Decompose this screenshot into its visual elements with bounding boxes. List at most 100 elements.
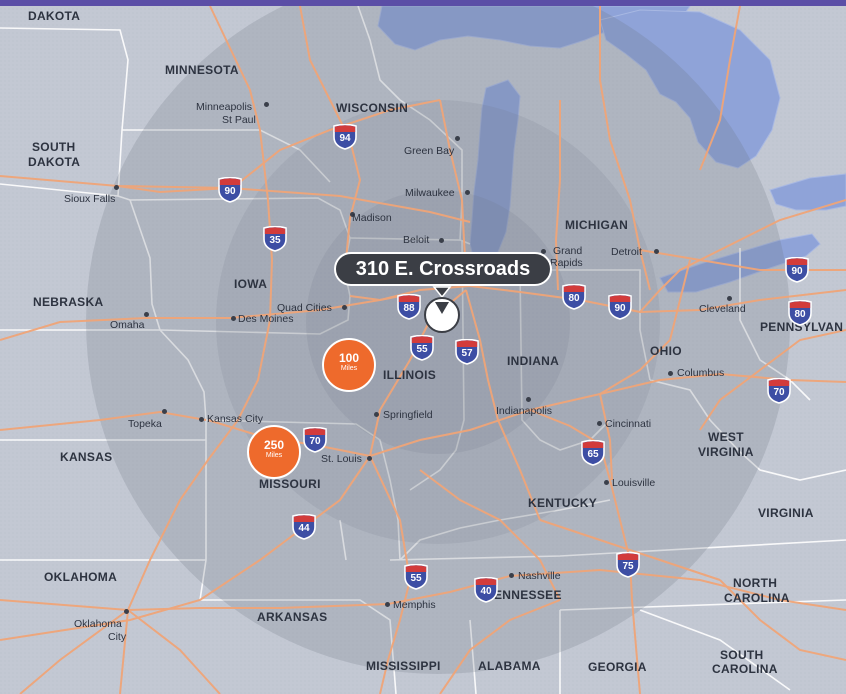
city-dot-cleveland [727, 296, 732, 301]
city-label-louisville: Louisville [612, 477, 656, 489]
interstate-shield-70-west: 70 [302, 427, 328, 453]
city-label-grand-rapids-line1: Grand [553, 245, 583, 257]
city-dot-kansas-city [199, 417, 204, 422]
interstate-shield-35: 35 [262, 226, 288, 252]
interstate-shield-90-west: 90 [217, 177, 243, 203]
state-label-arkansas: ARKANSAS [257, 610, 328, 624]
state-label-minnesota: MINNESOTA [165, 63, 239, 77]
state-label-south-dakota-line1: SOUTH [32, 140, 76, 154]
state-label-ohio: OHIO [650, 344, 682, 358]
state-label-south-carolina-line1: SOUTH [720, 648, 764, 662]
lake-huron [599, 9, 781, 169]
interstate-shield-90-east: 90 [784, 257, 810, 283]
city-dot-springfield [374, 412, 379, 417]
city-label-cincinnati: Cincinnati [605, 418, 652, 430]
city-label-minneapolis-line1: Minneapolis [196, 101, 253, 113]
highway-network [0, 5, 846, 694]
city-label-nashville: Nashville [518, 570, 561, 582]
state-label-iowa: IOWA [234, 277, 268, 291]
city-dot-grand-rapids [541, 249, 546, 254]
interstate-shield-55-north: 55 [409, 335, 435, 361]
city-label-st-louis: St. Louis [321, 453, 362, 465]
state-label-michigan: MICHIGAN [565, 218, 629, 232]
city-dot-detroit [654, 249, 659, 254]
radius-badge-100-miles[interactable]: 100 Miles [322, 338, 376, 392]
city-dot-green-bay [455, 136, 460, 141]
state-label-south-dakota-line2: DAKOTA [28, 155, 81, 169]
city-dot-memphis [385, 602, 390, 607]
city-label-oklahoma-city-line1: Oklahoma [74, 618, 122, 630]
lake-ontario [769, 173, 846, 211]
city-label-springfield: Springfield [383, 409, 433, 421]
city-label-green-bay: Green Bay [404, 145, 455, 157]
state-label-south-carolina-line2: CAROLINA [712, 662, 778, 676]
city-dot-des-moines [231, 316, 236, 321]
state-label-kansas: KANSAS [60, 450, 113, 464]
city-label-madison: Madison [352, 212, 392, 224]
city-label-omaha: Omaha [110, 319, 145, 331]
radius-ring-250 [86, 0, 790, 674]
interstate-shield-80-east: 80 [787, 300, 813, 326]
radius-badge-unit: Miles [340, 365, 358, 372]
state-label-north-carolina-line2: CAROLINA [724, 591, 790, 605]
location-pin-icon[interactable] [420, 285, 464, 335]
interstate-shield-90-mid: 90 [607, 294, 633, 320]
city-label-topeka: Topeka [128, 418, 162, 430]
interstate-shield-57: 57 [454, 339, 480, 365]
city-dot-topeka [162, 409, 167, 414]
city-dot-louisville [604, 480, 609, 485]
state-label-west-virginia-line2: VIRGINIA [698, 445, 754, 459]
state-label-dakota: DAKOTA [28, 9, 81, 23]
interstate-shield-94: 94 [332, 124, 358, 150]
state-label-virginia: VIRGINIA [758, 506, 814, 520]
state-label-kentucky: KENTUCKY [528, 496, 598, 510]
city-label-oklahoma-city-line2: City [108, 631, 127, 643]
city-dot-sioux-falls [114, 185, 119, 190]
state-label-nebraska: NEBRASKA [33, 295, 104, 309]
city-dot-oklahoma-city [124, 609, 129, 614]
interstate-shield-65: 65 [580, 440, 606, 466]
interstate-shield-55-south: 55 [403, 564, 429, 590]
city-label-detroit: Detroit [611, 246, 642, 258]
city-label-cleveland: Cleveland [699, 303, 746, 315]
city-dot-quad-cities [342, 305, 347, 310]
city-label-beloit: Beloit [403, 234, 430, 246]
city-label-columbus: Columbus [677, 367, 725, 379]
city-label-indianapolis: Indianapolis [496, 405, 553, 417]
city-label-minneapolis-line2: St Paul [222, 114, 256, 126]
state-label-alabama: ALABAMA [478, 659, 541, 673]
interstate-shield-40: 40 [473, 577, 499, 603]
city-dot-columbus [668, 371, 673, 376]
city-label-kansas-city: Kansas City [207, 413, 264, 425]
interstate-shield-75: 75 [615, 552, 641, 578]
state-label-pennsylvania: PENNSYLVAN [760, 320, 844, 334]
location-callout[interactable]: 310 E. Crossroads [334, 252, 552, 286]
city-dot-minneapolis [264, 102, 269, 107]
city-dot-nashville [509, 573, 514, 578]
state-label-west-virginia-line1: WEST [708, 430, 744, 444]
city-dot-indianapolis [526, 397, 531, 402]
state-label-north-carolina-line1: NORTH [733, 576, 778, 590]
state-label-wisconsin: WISCONSIN [336, 101, 409, 115]
interstate-shield-80-mid: 80 [561, 284, 587, 310]
city-dot-cincinnati [597, 421, 602, 426]
state-label-oklahoma: OKLAHOMA [44, 570, 118, 584]
state-label-illinois: ILLINOIS [383, 368, 437, 382]
city-dot-beloit [439, 238, 444, 243]
interstate-shield-44: 44 [291, 514, 317, 540]
radius-badge-unit: Miles [265, 452, 283, 459]
city-label-des-moines: Des Moines [238, 313, 294, 325]
city-label-memphis: Memphis [393, 599, 436, 611]
interstate-shield-70-east: 70 [766, 378, 792, 404]
radius-badge-value: 250 [263, 438, 285, 452]
state-label-georgia: GEORGIA [588, 660, 647, 674]
city-dot-omaha [144, 312, 149, 317]
city-dot-st-louis [367, 456, 372, 461]
state-label-indiana: INDIANA [507, 354, 560, 368]
state-label-mississippi: MISSISSIPPI [366, 659, 441, 673]
state-label-missouri: MISSOURI [259, 477, 321, 491]
city-label-milwaukee: Milwaukee [405, 187, 455, 199]
radius-badge-250-miles[interactable]: 250 Miles [247, 425, 301, 479]
city-dot-madison [350, 212, 355, 217]
